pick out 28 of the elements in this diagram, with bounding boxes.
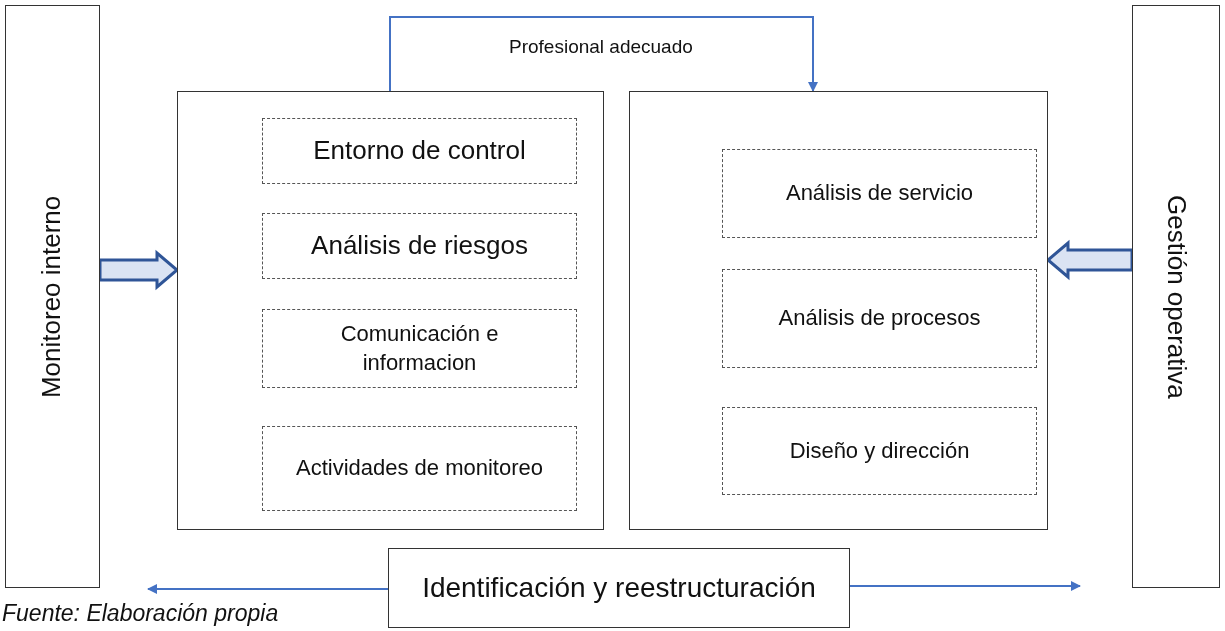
box-label: Identificación y reestructuración <box>421 570 817 605</box>
vertical-label: Monitoreo interno <box>35 195 68 398</box>
box-label: Actividades de monitoreo <box>295 454 544 483</box>
dashed-box <box>262 118 577 184</box>
block-arrow <box>1045 239 1134 281</box>
arrow <box>147 584 389 594</box>
side-panel <box>1132 5 1220 588</box>
box-label: Análisis de procesos <box>777 304 982 333</box>
box-label: Análisis de riesgos <box>310 229 529 263</box>
arrow <box>389 16 818 92</box>
block-arrow <box>98 249 180 291</box>
vertical-label: Gestión operativa <box>1160 194 1193 399</box>
box-label: Entorno de control <box>312 134 527 168</box>
process-box <box>388 548 850 628</box>
dashed-box <box>262 309 577 388</box>
dashed-box <box>722 149 1037 238</box>
dashed-box <box>722 407 1037 495</box>
dashed-box <box>262 426 577 511</box>
dashed-box <box>722 269 1037 368</box>
box-label: Comunicación e informacion <box>339 319 500 377</box>
box-label: Diseño y dirección <box>788 436 971 465</box>
box-label: Análisis de servicio <box>784 179 975 208</box>
container-box <box>629 91 1048 530</box>
side-panel <box>5 5 100 588</box>
dashed-box <box>262 213 577 279</box>
caption: Fuente: Elaboración propia <box>2 600 279 627</box>
container-box <box>177 91 604 530</box>
arrow <box>849 581 1081 591</box>
